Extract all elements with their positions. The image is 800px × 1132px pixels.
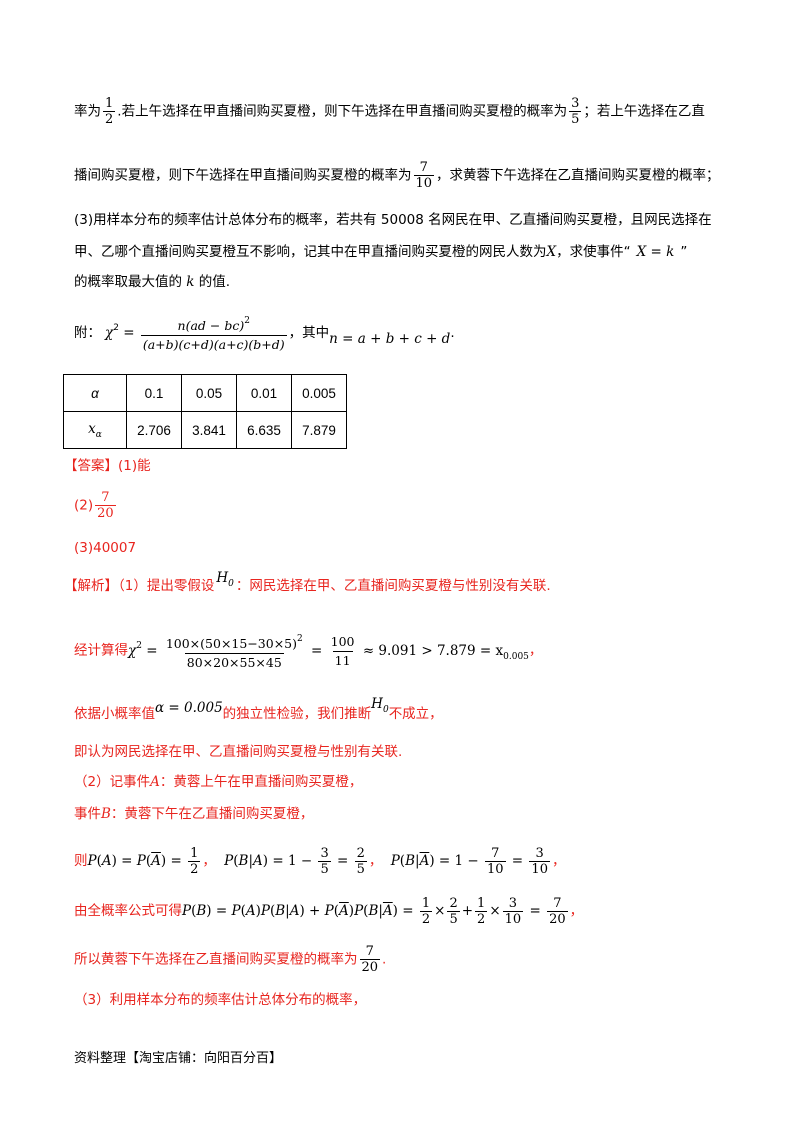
question-3-line-2: 甲、乙哪个直播间购买夏橙互不影响，记其中在甲直播间购买夏橙的网民人数为X，求使事…	[74, 244, 688, 260]
table-cell: 6.635	[236, 411, 292, 449]
question-3-line-3: 的概率取最大值的 k 的值.	[74, 274, 231, 290]
analysis-line-6: 事件B：黄蓉下午在乙直播间购买夏橙，	[74, 806, 314, 822]
chi-square-fraction: n(ad − bc)2(a+b)(c+d)(a+c)(b+d)	[140, 316, 287, 352]
chi-square-formula: 附：χ2 = n(ad − bc)2(a+b)(c+d)(a+c)(b+d)，其…	[74, 312, 455, 354]
table-cell: 7.879	[291, 411, 347, 449]
analysis-line-3: 依据小概率值α = 0.005的独立性检验，我们推断H0不成立，	[74, 696, 443, 722]
footer-source: 资料整理【淘宝店铺：向阳百分百】	[74, 1051, 283, 1066]
table-row: xα 2.706 3.841 6.635 7.879	[63, 411, 347, 449]
analysis-total-probability: 由全概率公式可得P(B) = P(A)P(B|A) + P(A)P(B|A) =…	[74, 896, 584, 927]
analysis-line-10: （3）利用样本分布的频率估计总体分布的概率，	[74, 992, 367, 1008]
table-cell: 3.841	[181, 411, 237, 449]
question-3-line-1: (3)用样本分布的频率估计总体分布的概率，若共有 50008 名网民在甲、乙直播…	[74, 212, 712, 228]
table-cell: α	[63, 374, 127, 412]
table-row: α 0.1 0.05 0.01 0.005	[63, 374, 347, 412]
critical-value-table: α 0.1 0.05 0.01 0.005 xα 2.706 3.841 6.6…	[63, 374, 347, 449]
analysis-line-5: （2）记事件A：黄蓉上午在甲直播间购买夏橙，	[74, 774, 363, 790]
analysis-line-4: 即认为网民选择在甲、乙直播间购买夏橙与性别有关联.	[74, 744, 403, 760]
table-cell: 0.01	[236, 374, 292, 412]
table-cell: 0.1	[126, 374, 182, 412]
table-cell: 0.005	[291, 374, 347, 412]
table-cell: 0.05	[181, 374, 237, 412]
table-cell: 2.706	[126, 411, 182, 449]
answer-line-3: (3)40007	[74, 540, 137, 556]
table-cell: xα	[63, 411, 127, 449]
answer-line-1: 【答案】(1)能	[64, 458, 151, 474]
